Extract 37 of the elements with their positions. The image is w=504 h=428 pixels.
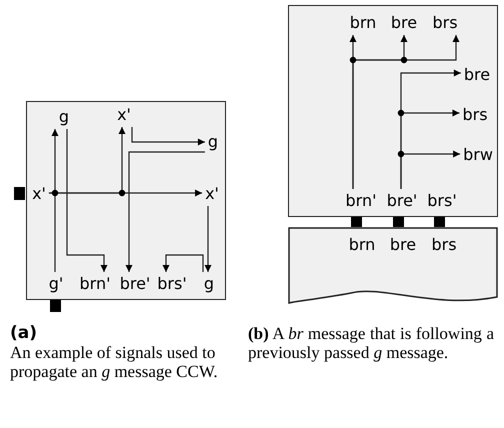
- signal-label: brn': [80, 275, 110, 293]
- signal-label: brs: [462, 106, 488, 124]
- signal-label: g: [208, 133, 218, 151]
- signal-label: bre': [386, 192, 418, 210]
- signal-arrow: [162, 254, 204, 272]
- signal-arrow: [126, 151, 205, 272]
- signal-label: g: [204, 275, 214, 293]
- signal-label: brw: [463, 146, 493, 164]
- module-box: [288, 5, 498, 217]
- caption-text: (b) A br message that is following a previously passed g message.: [248, 324, 494, 362]
- signal-label: brs: [431, 236, 457, 254]
- caption-tag: (a): [10, 324, 38, 343]
- signal-label: brs': [427, 192, 457, 210]
- signal-label: bre: [390, 14, 418, 32]
- signal-label: x': [205, 185, 219, 203]
- module-box: [26, 101, 226, 300]
- signal-arrow: [131, 127, 205, 146]
- torn-box: [288, 227, 498, 307]
- signal-arrow: [48, 127, 126, 194]
- signal-label: brn: [348, 236, 376, 254]
- signal-label: bre: [390, 236, 416, 254]
- signal-label: brn': [346, 192, 376, 210]
- signal-arrow: [52, 129, 58, 272]
- signal-arrow: [204, 206, 212, 272]
- signal-label: x': [117, 106, 131, 124]
- signal-arrow: [400, 150, 460, 189]
- signal-arrow: [66, 129, 108, 272]
- signal-label: g': [48, 275, 64, 293]
- signal-label: brs': [157, 275, 187, 293]
- signal-label: x': [32, 185, 46, 203]
- signal-arrow: [352, 35, 460, 189]
- signal-label: brn: [350, 14, 376, 32]
- signal-label: g: [58, 108, 70, 126]
- signal-label: bre': [120, 275, 150, 293]
- caption-text: An example of signals used to propagate an g message CCW.: [10, 343, 219, 381]
- signal-label: bre: [464, 66, 490, 84]
- signal-label: brs: [432, 14, 458, 32]
